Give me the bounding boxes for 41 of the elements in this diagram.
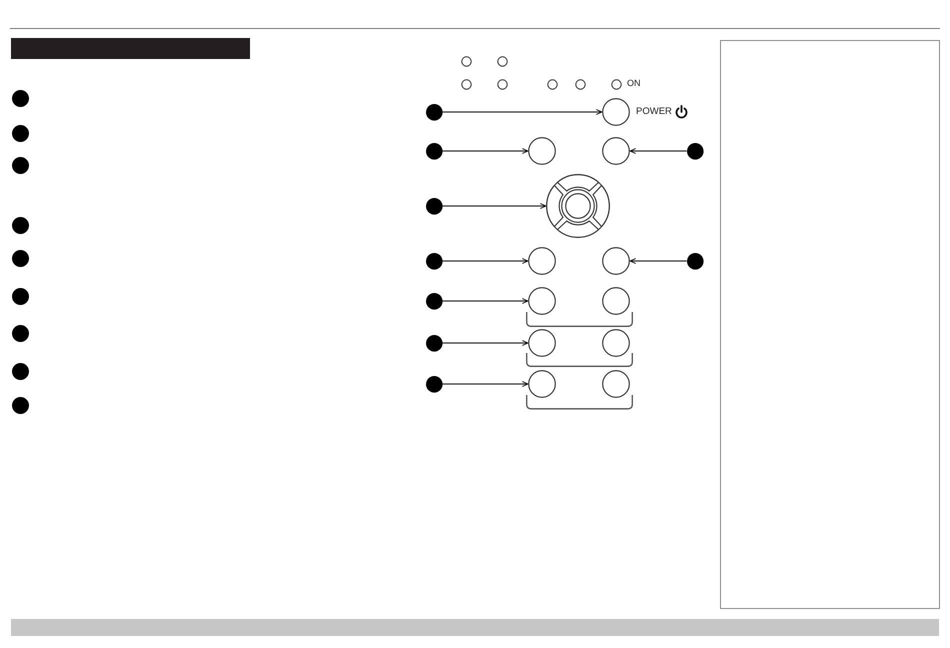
direction-pad <box>546 174 610 238</box>
callout-marker <box>426 292 442 310</box>
round-button <box>528 137 556 165</box>
callout-marker <box>426 334 442 352</box>
callout-marker <box>686 142 704 160</box>
round-button <box>602 137 630 165</box>
callout-marker <box>12 216 28 234</box>
callout-marker <box>12 250 28 266</box>
callout-marker <box>686 252 704 270</box>
callout-marker <box>426 198 442 214</box>
arrow <box>630 148 688 154</box>
round-button <box>602 247 630 275</box>
button-label: POWER <box>636 107 672 117</box>
arrow <box>442 203 546 209</box>
callout-marker <box>12 124 28 142</box>
arrow <box>630 258 688 264</box>
callout-marker <box>12 396 28 414</box>
arrow <box>442 298 528 304</box>
arrow <box>442 340 528 346</box>
callout-marker <box>426 142 442 160</box>
round-button <box>602 329 630 357</box>
indicator-label: ON <box>627 79 640 88</box>
round-button <box>528 329 556 357</box>
round-button <box>528 287 556 315</box>
callout-marker <box>12 90 28 106</box>
round-button <box>602 287 630 315</box>
callout-marker <box>426 376 442 392</box>
callout-marker <box>426 252 442 270</box>
round-button <box>528 370 556 398</box>
round-button <box>602 370 630 398</box>
callout-marker <box>12 288 28 304</box>
arrow <box>442 381 528 387</box>
arrow <box>442 258 528 264</box>
callout-marker <box>12 362 28 380</box>
arrow <box>442 109 602 115</box>
callout-marker <box>12 324 28 342</box>
callout-marker <box>426 104 442 120</box>
arrow <box>442 148 528 154</box>
round-button <box>602 98 630 126</box>
callout-marker <box>12 156 28 174</box>
round-button <box>528 247 556 275</box>
